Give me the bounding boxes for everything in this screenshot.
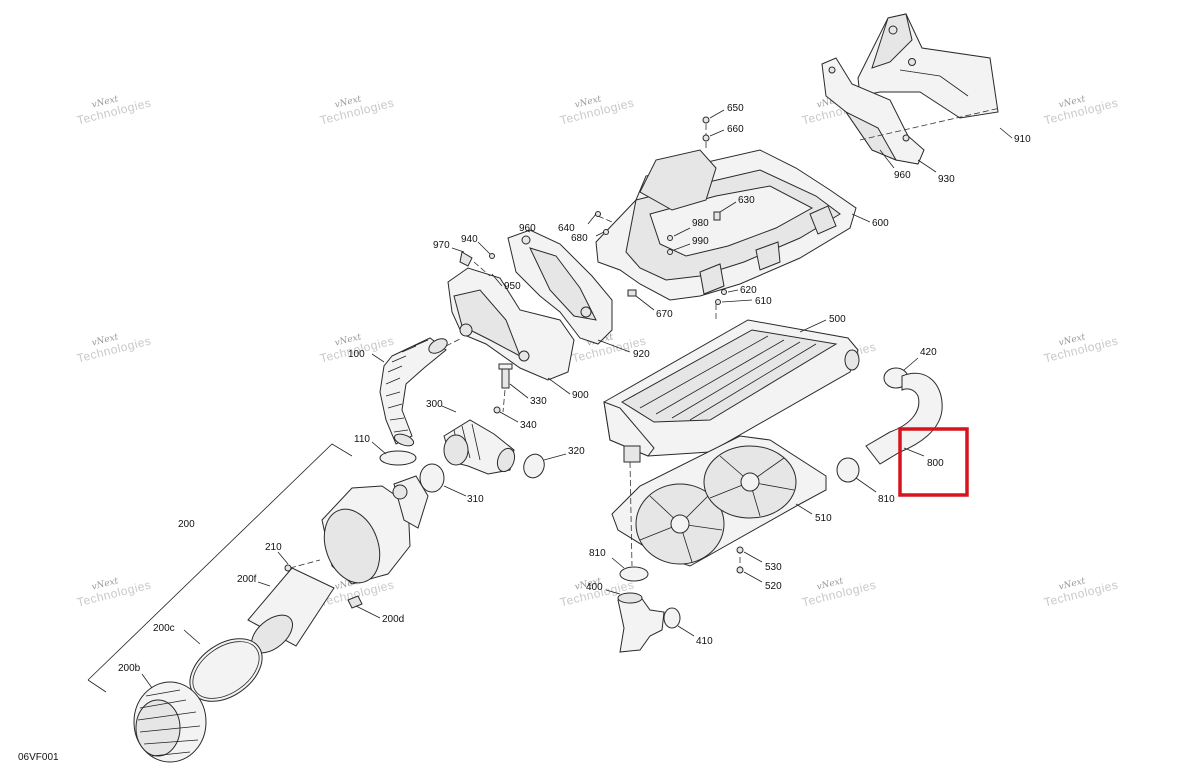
callout-100: 100 bbox=[348, 349, 365, 360]
watermark: vNext Technologies bbox=[800, 576, 877, 609]
part-100-corrugated-hose bbox=[379, 337, 448, 447]
watermark: vNext Technologies bbox=[558, 94, 635, 127]
callout-500: 500 bbox=[829, 314, 846, 325]
callout-970: 970 bbox=[433, 240, 450, 251]
fastener-line bbox=[445, 337, 463, 347]
part-900-panel bbox=[447, 267, 575, 381]
fastener-line bbox=[859, 107, 1001, 141]
part-300-elbow bbox=[443, 419, 516, 475]
callout-900: 900 bbox=[572, 390, 589, 401]
part-320-clamp bbox=[523, 453, 545, 479]
callout-600: 600 bbox=[872, 218, 889, 229]
watermark: vNext Technologies bbox=[318, 94, 395, 127]
fasteners-600 bbox=[595, 116, 727, 320]
callout-810-lower: 810 bbox=[589, 548, 606, 559]
callout-620: 620 bbox=[740, 285, 757, 296]
callout-200f: 200f bbox=[237, 574, 257, 585]
watermark: vNext Technologies bbox=[75, 94, 152, 127]
fasteners-530-520 bbox=[736, 546, 744, 574]
callout-340: 340 bbox=[520, 420, 537, 431]
callout-660: 660 bbox=[727, 124, 744, 135]
part-310-clamp bbox=[419, 463, 445, 493]
callout-960: 960 bbox=[894, 170, 911, 181]
callout-630: 630 bbox=[738, 195, 755, 206]
part-500-intercooler bbox=[603, 319, 860, 463]
callout-520: 520 bbox=[765, 581, 782, 592]
watermarks: vNext Technologies vNext Technologies vN… bbox=[75, 94, 1119, 609]
part-110-clamp bbox=[379, 450, 417, 466]
part-810-clamp bbox=[836, 457, 860, 483]
watermark: vNext Technologies bbox=[75, 332, 152, 365]
part-510-fan-shroud bbox=[611, 435, 827, 567]
callout-680: 680 bbox=[571, 233, 588, 244]
part-410-clamp bbox=[663, 607, 681, 629]
callout-420: 420 bbox=[920, 347, 937, 358]
callout-530: 530 bbox=[765, 562, 782, 573]
callout-510: 510 bbox=[815, 513, 832, 524]
callout-310: 310 bbox=[467, 494, 484, 505]
part-200b-filter-cap bbox=[133, 681, 207, 763]
callout-920: 920 bbox=[633, 349, 650, 360]
fastener-line bbox=[629, 461, 633, 567]
callout-960-panel: 960 bbox=[519, 223, 536, 234]
callout-950: 950 bbox=[504, 281, 521, 292]
figure-code: 06VF001 bbox=[18, 752, 59, 763]
part-200-airbox-housing bbox=[321, 475, 429, 585]
callout-670: 670 bbox=[656, 309, 673, 320]
part-200-bracket-line bbox=[87, 443, 353, 693]
part-330-sensor bbox=[493, 363, 513, 414]
callout-200c: 200c bbox=[153, 623, 175, 634]
part-920-panel bbox=[507, 229, 613, 345]
callout-410: 410 bbox=[696, 636, 713, 647]
callout-980: 980 bbox=[692, 218, 709, 229]
part-210-bolt bbox=[284, 559, 321, 572]
part-200d-clip bbox=[347, 595, 363, 609]
callout-200d: 200d bbox=[382, 614, 404, 625]
callout-330: 330 bbox=[530, 396, 547, 407]
part-930-bracket bbox=[821, 57, 925, 165]
callout-800: 800 bbox=[927, 458, 944, 469]
part-600-frame bbox=[595, 149, 857, 301]
watermark: vNext Technologies bbox=[1042, 94, 1119, 127]
part-400-hose bbox=[617, 592, 665, 653]
callout-940: 940 bbox=[461, 234, 478, 245]
callout-200: 200 bbox=[178, 519, 195, 530]
fan-right bbox=[703, 445, 797, 519]
part-800-hose bbox=[865, 372, 943, 465]
callout-990: 990 bbox=[692, 236, 709, 247]
callout-610: 610 bbox=[755, 296, 772, 307]
callout-810: 810 bbox=[878, 494, 895, 505]
fasteners-950 bbox=[459, 251, 495, 277]
callout-910: 910 bbox=[1014, 134, 1031, 145]
watermark: vNext Technologies bbox=[75, 576, 152, 609]
callout-210: 210 bbox=[265, 542, 282, 553]
part-810-clamp-lower bbox=[619, 566, 649, 582]
part-200f-filter-element bbox=[247, 567, 335, 654]
fan-left bbox=[635, 483, 725, 565]
part-200c-seal-ring bbox=[189, 638, 263, 702]
callout-640: 640 bbox=[558, 223, 575, 234]
highlight-box-800 bbox=[898, 427, 969, 497]
callout-650: 650 bbox=[727, 103, 744, 114]
callout-300: 300 bbox=[426, 399, 443, 410]
callout-110: 110 bbox=[354, 434, 370, 445]
callout-200b: 200b bbox=[118, 663, 141, 674]
watermark: vNext Technologies bbox=[1042, 332, 1119, 365]
callout-400: 400 bbox=[586, 582, 603, 593]
watermark: vNext Technologies bbox=[1042, 576, 1119, 609]
callout-930: 930 bbox=[938, 174, 955, 185]
callout-320: 320 bbox=[568, 446, 585, 457]
